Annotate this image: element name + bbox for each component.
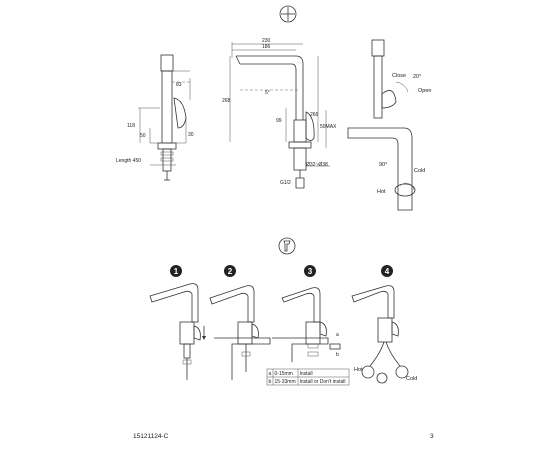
step-2-illustration <box>209 285 271 380</box>
dim-length: Length 450 <box>116 158 141 164</box>
step-4-label-cold: Cold <box>406 376 417 382</box>
install-table: a 0-15mm Install b 15-33mm Install or Do… <box>266 368 350 386</box>
step-4-badge: 4 <box>381 265 393 277</box>
dim-50: 50 <box>140 133 146 139</box>
step-2-badge: 2 <box>224 265 236 277</box>
row-a-action: Install <box>300 371 313 377</box>
dim-99: 99 <box>276 118 282 124</box>
dim-83: 83 <box>176 82 182 88</box>
wrench-in-circle-icon <box>278 237 296 255</box>
right-top-view: 90° Cold Hot <box>347 127 425 211</box>
step-1-illustration <box>149 283 206 380</box>
step-4-label-hot: Hot <box>354 367 363 373</box>
dim-50max: 50MAX <box>320 124 337 130</box>
step-3-illustration: a b <box>272 287 341 362</box>
dim-30: 30 <box>188 132 194 138</box>
dim-118: 118 <box>127 123 135 129</box>
install-table-row-b: b 15-33mm Install or Don't install <box>269 379 346 385</box>
label-angle-90: 90° <box>379 162 387 168</box>
row-b-range: 15-33mm <box>275 379 296 385</box>
label-angle-20: 20° <box>413 74 421 80</box>
dim-266: 266 <box>310 112 319 118</box>
label-hot: Hot <box>377 189 386 195</box>
plus-in-circle-icon <box>279 5 297 23</box>
right-side-view: Close 20° Open <box>371 39 431 119</box>
step-3-label-a: a <box>336 332 339 338</box>
page-number: 3 <box>430 433 434 440</box>
document-code: 15121124-C <box>133 433 169 440</box>
dim-186: 186 <box>262 44 271 50</box>
center-faucet-view: 230 186 268 5° 99 266 50MAX Ø32~Ø38 G1/2 <box>222 38 337 189</box>
install-table-row-a: a 0-15mm Install <box>269 371 313 377</box>
dim-hole: Ø32~Ø38 <box>306 162 328 168</box>
step-1-number: 1 <box>174 267 179 276</box>
left-faucet-view: 83 118 50 30 Length 450 <box>116 54 194 181</box>
dim-230: 230 <box>262 38 271 44</box>
step-2-number: 2 <box>228 267 233 276</box>
row-b-action: Install or Don't install <box>300 379 346 385</box>
step-3-badge: 3 <box>304 265 316 277</box>
step-1-badge: 1 <box>170 265 182 277</box>
row-a-key: a <box>269 371 272 377</box>
step-3-label-b: b <box>336 352 339 358</box>
label-open: Open <box>418 88 431 94</box>
step-4-illustration: Hot Cold <box>351 285 417 384</box>
step-3-number: 3 <box>308 267 313 276</box>
dim-5deg: 5° <box>265 90 270 96</box>
dim-thread: G1/2 <box>280 180 291 186</box>
dim-268: 268 <box>222 98 231 104</box>
label-cold: Cold <box>414 168 425 174</box>
label-close: Close <box>392 73 406 79</box>
row-a-range: 0-15mm <box>275 371 293 377</box>
row-b-key: b <box>269 379 272 385</box>
step-4-number: 4 <box>385 267 390 276</box>
